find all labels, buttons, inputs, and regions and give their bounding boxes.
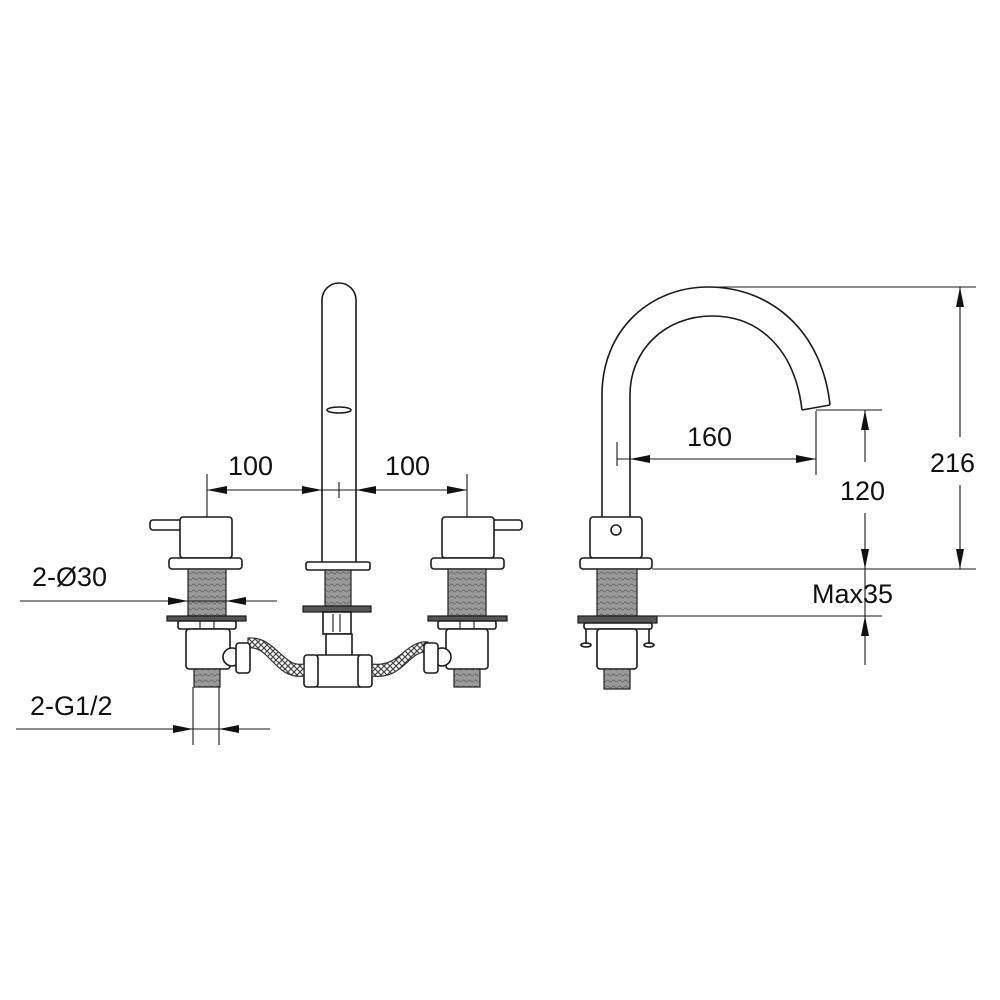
right-handle-valve	[423, 516, 523, 688]
dim-right-spacing: 100	[385, 451, 430, 481]
dimension-spout-reach: 160	[616, 411, 817, 475]
braided-hose-right	[371, 641, 429, 677]
dimension-handle-diameter: 2-Ø30	[20, 562, 277, 605]
dimension-hole-spacing: 100 100	[206, 451, 468, 517]
dimension-max-deck-thickness: Max35	[657, 569, 893, 665]
braided-hose-left	[247, 637, 305, 677]
dim-outlet-height: 120	[840, 476, 885, 506]
dim-max-deck-thickness: Max35	[812, 579, 893, 609]
dim-total-height: 216	[930, 448, 975, 478]
dimension-total-height: 216	[652, 286, 976, 570]
dimension-outlet-height: 120	[816, 409, 885, 569]
spout-front	[302, 282, 373, 688]
dim-inlet-thread: 2-G1/2	[30, 691, 113, 721]
left-handle-valve	[149, 516, 251, 745]
front-view: 100 100 2-Ø30 2-G1/2	[16, 282, 523, 745]
gooseneck-spout	[577, 286, 831, 690]
dimension-inlet-thread: 2-G1/2	[16, 691, 270, 733]
dim-spout-reach: 160	[687, 422, 732, 452]
side-view: 160 120 216 Max35	[577, 286, 976, 690]
dim-handle-diameter: 2-Ø30	[32, 562, 107, 592]
dim-left-spacing: 100	[228, 451, 273, 481]
